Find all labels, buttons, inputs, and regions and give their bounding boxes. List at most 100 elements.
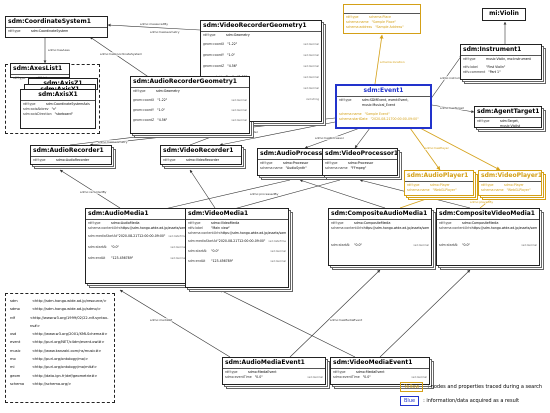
node-title: sdm:VideoRecorder1 (161, 146, 241, 157)
node-key: schema:address (346, 25, 373, 29)
node-key: sdm:mediaStartAt (88, 234, 117, 238)
node-key: rdf:type (463, 57, 476, 61)
prefix-row: geom<http://data.ign.fr/def/geometrie#> (10, 372, 110, 380)
node-value: "starboard" (54, 112, 73, 116)
node-value: sdmo:VideoRecorder (186, 158, 220, 162)
node-key: geom:coordX (203, 42, 225, 46)
node-key: sdmo:eventTime (225, 375, 252, 379)
node-key: schema:name (481, 188, 504, 192)
node-value: sdm:CoordinateSystemAxis (46, 102, 90, 106)
node-key: schema:contentUrl (331, 226, 362, 230)
prefix-row: mo<http://purl.org/ontology/mo/> (10, 355, 110, 363)
edge-am-ar (59, 169, 121, 209)
node-value: "WebGLPlayer" (506, 188, 531, 192)
node-value: <https://sdm.hongo.wide.ad.jp/assets/sam… (118, 226, 186, 230)
node-type: xsd:decimal (170, 257, 186, 260)
prefix-table: sdm<http://sdm.hongo.wide.ad.jp/resource… (5, 293, 115, 403)
node-key: sdm:axisDirection (23, 112, 52, 116)
node-type: xsd:decimal (270, 260, 286, 263)
edge-vm-vr (189, 169, 216, 209)
node-value: "Sample Address" (375, 25, 404, 29)
node-key: schema:name (339, 112, 362, 116)
node-key: schema:name (407, 188, 430, 192)
node-type: xsd:dateTime (168, 235, 186, 238)
node-key: rdf:type (477, 119, 490, 123)
node-value: "2020-08-21T12:00:00-09:00" (217, 239, 266, 243)
node-value: sdmo:Player (504, 183, 524, 187)
node-value: sdm:Geometry (226, 33, 250, 37)
edge-vrgeom-coordsys (107, 23, 201, 31)
node-key: sdm:startAt (331, 243, 350, 247)
node-type: xsd:decimal (270, 250, 286, 253)
prefix-name: event (10, 340, 21, 345)
node-value: <https://sdm.hongo.wide.ad.jp/assets/sam… (469, 226, 537, 230)
edge-ame-am (119, 289, 231, 358)
node-title: sdm:CompositeAudioMedia1 (329, 209, 431, 220)
node-value: sdmo:VideoMedia (211, 221, 240, 225)
node-title: sdm:AxisX1 (21, 90, 95, 101)
node-key: rdf:type (163, 158, 176, 162)
node-key: rdf:type (260, 161, 273, 165)
edge-label-measuredby: sdmo:measuredBy (140, 22, 169, 26)
node-key: rdf:type (23, 102, 36, 106)
node-title: sdm:CompositeVideoMedia1 (437, 209, 539, 220)
node-value: sdmo:CompositeMedia (462, 221, 499, 225)
prefix-namespace: <http://sdm.hongo.wide.ad.jp/resource/> (32, 299, 107, 303)
edge-vme-vm (219, 289, 356, 358)
node-type: xsd:string (306, 98, 319, 101)
node-title: sdm:VideoRecorderGeometry1 (201, 21, 321, 32)
prefix-row: event<http://purl.org/NET/c4dm/event.owl… (10, 338, 110, 346)
node-title: sdm:Instrument1 (461, 45, 541, 56)
edge-label-mediaof: sdmo:mediaOf (150, 318, 172, 322)
node-type: xsd:decimal (303, 43, 319, 46)
node-value: "Sample Place" (371, 20, 396, 24)
node-value: "4.56" (157, 118, 168, 122)
node-value: "FFmpeg" (350, 166, 367, 170)
node-value: "Main view" (211, 226, 230, 230)
node-key: schema:contentUrl (188, 231, 219, 235)
edge-label-processedby: sdmo:processedBy (250, 192, 279, 196)
node-type: xsd:decimal (411, 376, 427, 379)
node-key: rdf:type (439, 221, 452, 225)
prefix-row: music<http://www.kanzaki.com/ns/music#> (10, 347, 110, 355)
node-value: sdm:CoordinateSystem (31, 29, 69, 33)
node-key: schema:contentUrl (439, 226, 470, 230)
node-title: sdm:CoordinateSystem1 (6, 17, 107, 28)
prefix-row: rdf<http://www.w3.org/1999/02/22-rdf-syn… (10, 314, 110, 331)
node-value: "1.22" (227, 42, 238, 46)
node-value: "1.0" (157, 108, 166, 112)
node-value: sdmo:CompositeMedia (354, 221, 391, 225)
node-value: "0.0" (354, 243, 363, 247)
node-type: xsd:decimal (521, 244, 537, 247)
prefix-name: rdf (10, 315, 15, 320)
node-title: sdm:AgentTarget1 (475, 107, 541, 118)
node-value: "Sample Event" (364, 112, 390, 116)
node-video-recorder: sdm:VideoRecorder1 rdf:type sdmo:VideoRec… (160, 145, 242, 165)
node-composite-video-media: sdm:CompositeVideoMedia1 rdf:type sdmo:Co… (436, 208, 540, 266)
legend-item-blue: Blue : information/data acquired as a re… (400, 396, 548, 406)
node-type: xsd:decimal (303, 54, 319, 57)
node-title: sdm:VideoPlayer1 (479, 171, 541, 182)
node-key: rdf:type (225, 370, 238, 374)
node-value: "Part 1" (488, 70, 501, 74)
node-type: xsd:decimal (303, 87, 319, 90)
node-value: "First Violin" (486, 65, 506, 69)
node-type: xsd:dateTime (268, 240, 286, 243)
node-type: xsd:decimal (413, 244, 429, 247)
node-value: "x" (51, 107, 57, 111)
node-value: "123.456789" (111, 256, 134, 260)
prefix-namespace: <http://purl.org/ontology/mo/mit#> (32, 365, 98, 370)
node-key: rdf:type (407, 183, 420, 187)
